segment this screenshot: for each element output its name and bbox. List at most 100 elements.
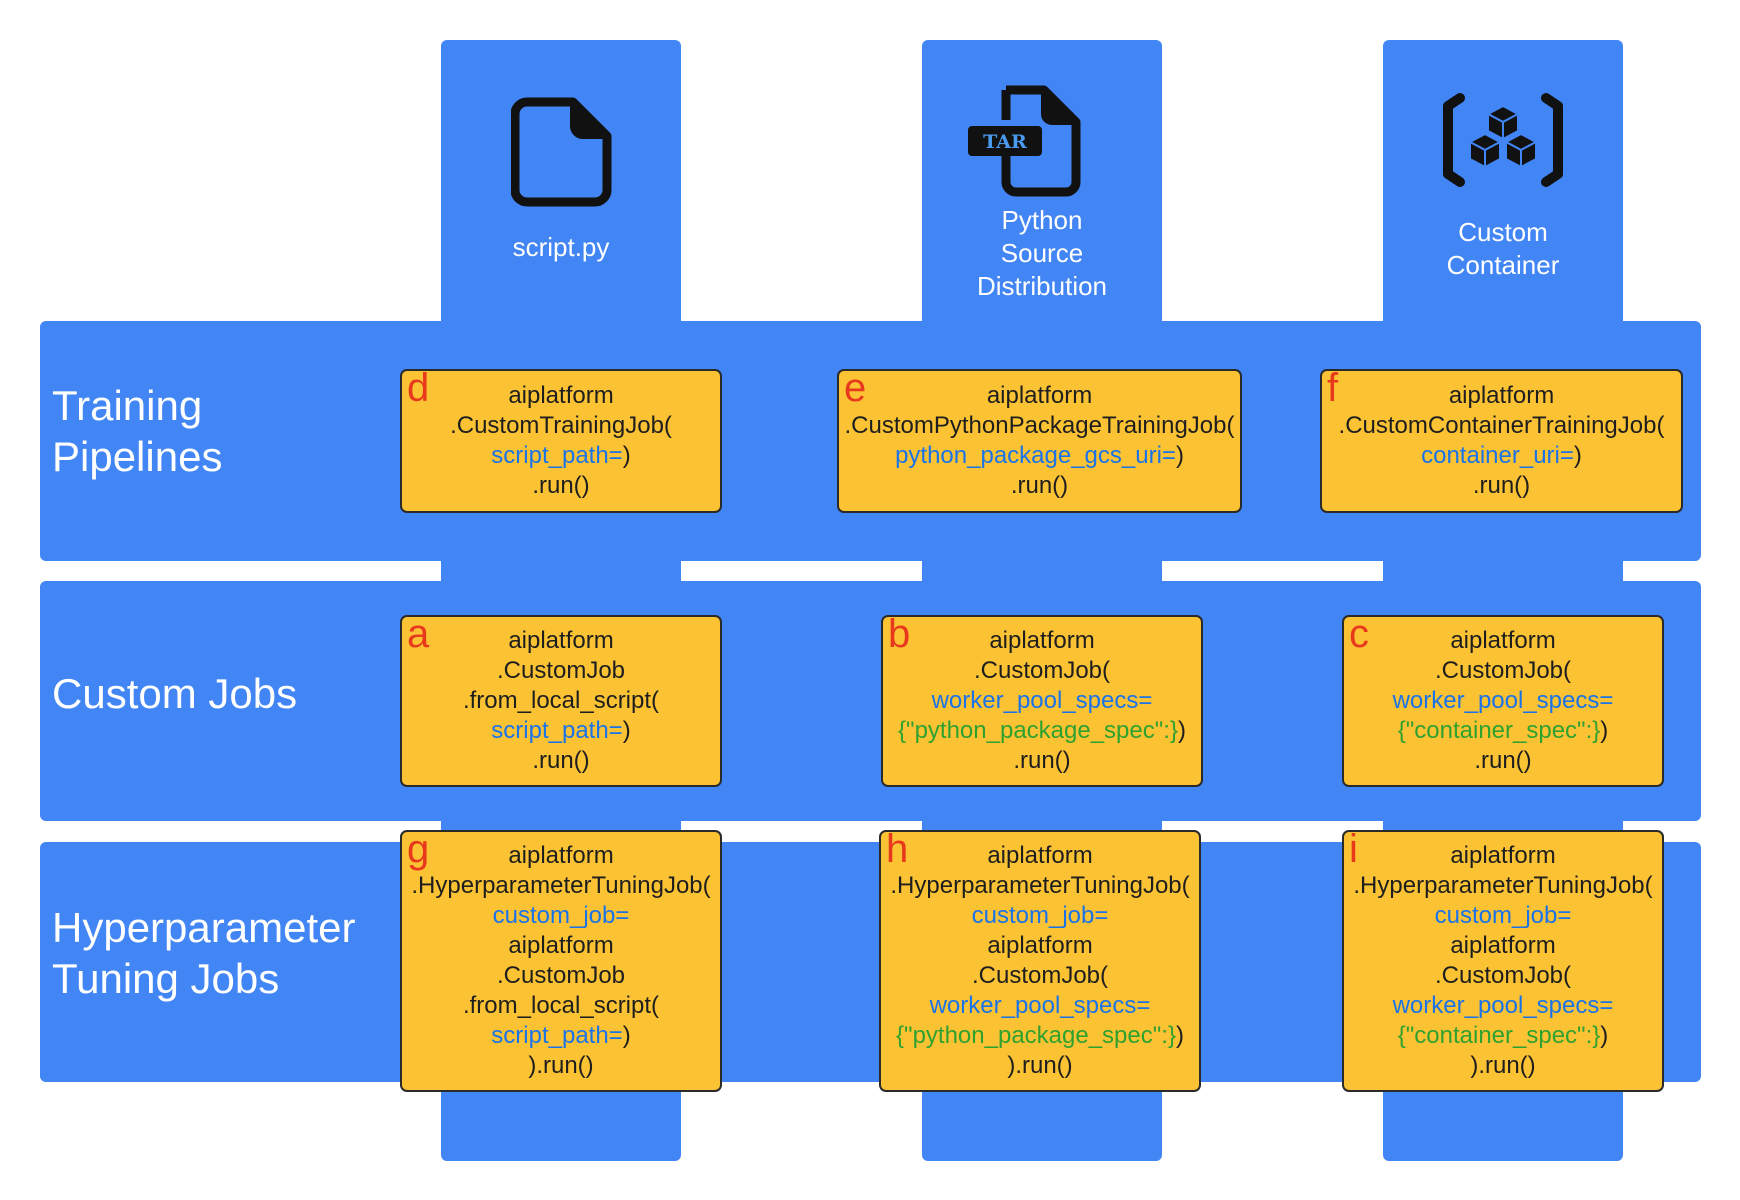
- code-line: .run(): [402, 471, 720, 501]
- code-line: .CustomJob(: [881, 961, 1199, 991]
- code-token: .CustomContainerTrainingJob(: [1338, 412, 1665, 439]
- code-token: .CustomJob(: [971, 962, 1109, 989]
- code-token: custom_job=: [1434, 902, 1572, 929]
- code-token: .HyperparameterTuningJob(: [1353, 872, 1653, 899]
- code-suffix: ): [622, 717, 631, 744]
- code-token: .CustomJob(: [1434, 657, 1572, 684]
- code-line: {"container_spec":}): [1344, 1021, 1662, 1051]
- row-title-training-line: Training: [52, 382, 203, 429]
- code-token: aiplatform: [508, 627, 614, 654]
- code-line: ).run(): [402, 1051, 720, 1081]
- code-token: .CustomJob: [496, 657, 626, 684]
- column-title-python-dist-line: Python: [1001, 205, 1083, 235]
- code-line: script_path=): [402, 716, 720, 746]
- code-line: .HyperparameterTuningJob(: [402, 871, 720, 901]
- row-title-training-pipelines: Training Pipelines: [52, 380, 222, 482]
- box-letter-tag: f: [1327, 366, 1339, 410]
- code-line: .CustomJob: [402, 961, 720, 991]
- file-icon: [511, 97, 612, 207]
- code-line: worker_pool_specs=: [1344, 686, 1662, 716]
- code-line: custom_job=: [402, 901, 720, 931]
- column-title-container-line: Custom: [1458, 217, 1548, 247]
- code-token: aiplatform: [1448, 382, 1555, 409]
- code-token: aiplatform: [508, 382, 614, 409]
- code-token: aiplatform: [508, 932, 614, 959]
- code-line: .HyperparameterTuningJob(: [881, 871, 1199, 901]
- column-title-script-text: script.py: [512, 232, 610, 262]
- code-line: .HyperparameterTuningJob(: [1344, 871, 1662, 901]
- code-token: aiplatform: [508, 842, 614, 869]
- code-suffix: ): [1175, 1022, 1184, 1049]
- code-token: ).run(): [1470, 1052, 1536, 1079]
- code-line: script_path=): [402, 1021, 720, 1051]
- column-title-python-dist: Python Source Distribution: [922, 204, 1162, 303]
- code-token: aiplatform: [1450, 932, 1556, 959]
- container-cubes-icon: [1443, 93, 1563, 187]
- code-suffix: ): [622, 442, 631, 469]
- code-line: .run(): [1322, 471, 1681, 501]
- code-token: .CustomJob(: [973, 657, 1111, 684]
- box-g-hp-tuning-local-script: g aiplatform .HyperparameterTuningJob(cust…: [400, 827, 722, 1092]
- row-title-custom-jobs: Custom Jobs: [52, 668, 297, 719]
- code-line: aiplatform: [883, 626, 1201, 656]
- code-token: .HyperparameterTuningJob(: [890, 872, 1190, 899]
- box-letter-tag: i: [1349, 827, 1358, 871]
- code-token: .HyperparameterTuningJob(: [411, 872, 711, 899]
- code-suffix: ): [1600, 717, 1609, 744]
- code-token: .run(): [1474, 747, 1532, 774]
- code-line: worker_pool_specs=: [883, 686, 1201, 716]
- row-title-custom-jobs-text: Custom Jobs: [52, 670, 298, 717]
- code-token: {"python_package_spec":}: [898, 717, 1178, 744]
- code-token: aiplatform: [1450, 627, 1556, 654]
- column-title-python-dist-line: Distribution: [976, 271, 1108, 301]
- code-line: ).run(): [881, 1051, 1199, 1081]
- code-token: script_path=: [491, 717, 623, 744]
- code-suffix: ): [1177, 717, 1186, 744]
- code-token: ).run(): [1007, 1052, 1073, 1079]
- code-token: container_uri=: [1421, 442, 1574, 469]
- code-line: aiplatform: [1322, 381, 1681, 411]
- code-line: .from_local_script(: [402, 991, 720, 1021]
- box-f-container-training-job: f aiplatform .CustomContainerTrainingJob( c…: [1320, 366, 1683, 513]
- code-line: aiplatform: [1344, 931, 1662, 961]
- column-title-python-dist-line: Source: [1000, 238, 1084, 268]
- box-letter-tag: g: [407, 827, 430, 871]
- code-token: .run(): [1010, 472, 1069, 499]
- code-token: {"python_package_spec":}: [896, 1022, 1176, 1049]
- row-title-hp-line: Tuning Jobs: [52, 955, 280, 1002]
- code-line: custom_job=: [1344, 901, 1662, 931]
- code-line: .run(): [839, 471, 1240, 501]
- code-line: python_package_gcs_uri=): [839, 441, 1240, 471]
- code-line: .CustomJob(: [883, 656, 1201, 686]
- code-token: aiplatform: [987, 842, 1093, 869]
- code-line: .CustomTrainingJob(: [402, 411, 720, 441]
- code-token: .CustomJob: [496, 962, 626, 989]
- code-line: .CustomJob: [402, 656, 720, 686]
- code-line: worker_pool_specs=: [1344, 991, 1662, 1021]
- code-token: .run(): [1013, 747, 1071, 774]
- code-line: aiplatform: [402, 841, 720, 871]
- code-line: {"container_spec":}): [1344, 716, 1662, 746]
- box-letter-tag: d: [407, 366, 430, 410]
- code-token: aiplatform: [987, 932, 1093, 959]
- code-line: custom_job=: [881, 901, 1199, 931]
- code-token: aiplatform: [989, 627, 1095, 654]
- code-token: .run(): [532, 472, 590, 499]
- column-title-script: script.py: [441, 231, 681, 264]
- code-line: worker_pool_specs=: [881, 991, 1199, 1021]
- code-suffix: ): [1573, 442, 1582, 469]
- code-token: worker_pool_specs=: [931, 687, 1153, 714]
- box-letter-tag: b: [888, 612, 911, 656]
- code-line: aiplatform: [402, 381, 720, 411]
- code-token: .CustomPythonPackageTrainingJob(: [844, 412, 1235, 439]
- code-token: script_path=: [491, 442, 623, 469]
- code-line: {"python_package_spec":}): [883, 716, 1201, 746]
- code-token: aiplatform: [986, 382, 1093, 409]
- code-token: custom_job=: [971, 902, 1109, 929]
- code-line: aiplatform: [1344, 841, 1662, 871]
- box-letter-tag: a: [407, 612, 430, 656]
- code-line: {"python_package_spec":}): [881, 1021, 1199, 1051]
- row-title-training-line: Pipelines: [52, 433, 223, 480]
